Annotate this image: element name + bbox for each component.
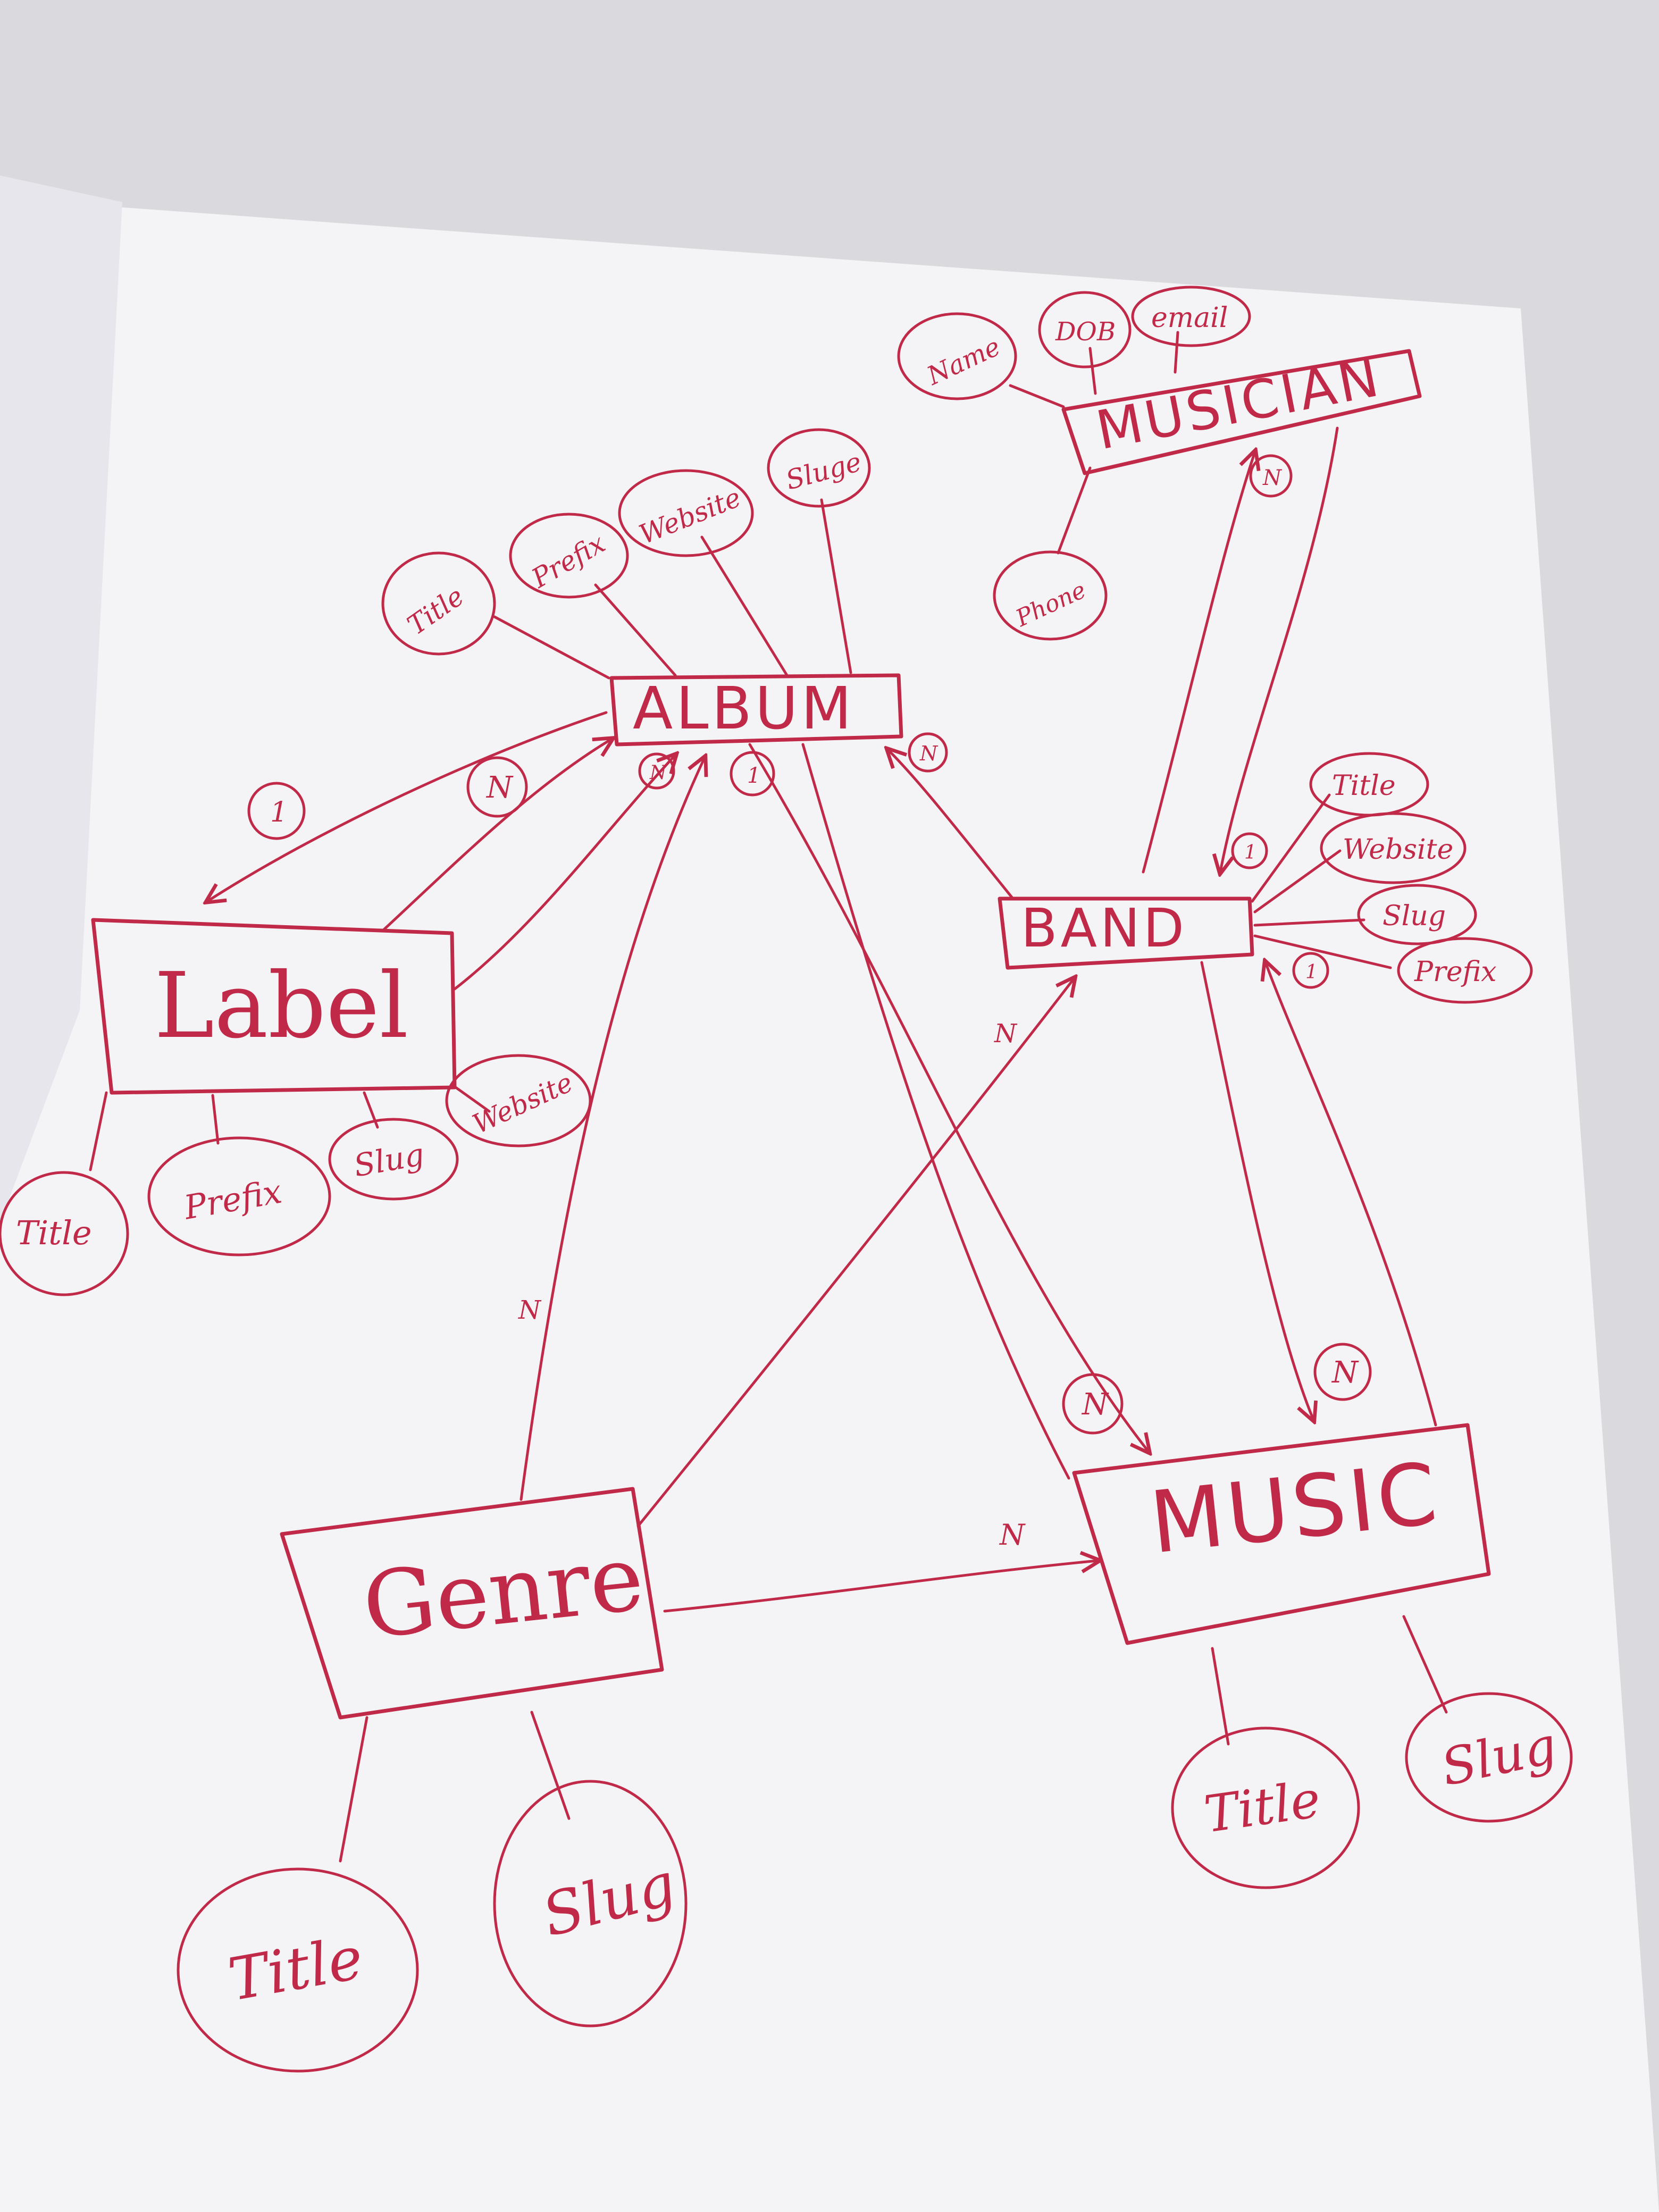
- svg-text:N: N: [1081, 1387, 1109, 1422]
- entity-label-label: Label: [154, 953, 408, 1059]
- svg-text:Slug: Slug: [1382, 900, 1446, 932]
- svg-text:1: 1: [747, 764, 760, 788]
- attribute-band-slug: Slug: [1357, 884, 1477, 945]
- svg-text:N: N: [518, 1295, 542, 1325]
- cardinality-genre-music-n: N: [999, 1518, 1026, 1552]
- attribute-band-website: Website: [1320, 812, 1467, 884]
- line-album-to-music-a: [748, 743, 1149, 1452]
- line-album-to-label: [207, 711, 608, 901]
- cardinality-markers: 1 N N 1 N N 1 1 N N N N N: [247, 454, 1372, 1552]
- cardinality-band-one-top: 1: [1231, 832, 1268, 869]
- svg-text:DOB: DOB: [1055, 317, 1116, 347]
- svg-text:N: N: [485, 770, 514, 805]
- svg-text:1: 1: [1244, 842, 1256, 864]
- svg-text:Title: Title: [1332, 770, 1396, 802]
- cardinality-band-music-n: N: [1313, 1343, 1372, 1401]
- cardinality-band-one-bottom: 1: [1292, 952, 1329, 989]
- cardinality-genre-album-n: N: [518, 1295, 542, 1325]
- line-genre-to-band: [636, 978, 1074, 1528]
- line-musician-band-a: [1142, 452, 1255, 874]
- line-label-to-album-a: [381, 739, 611, 932]
- entity-album: ALBUM: [609, 673, 903, 747]
- svg-text:N: N: [1331, 1355, 1359, 1390]
- svg-text:Prefix: Prefix: [1414, 956, 1497, 988]
- attribute-musician-dob: DOB: [1038, 291, 1132, 368]
- cardinality-label-album-n: N: [466, 756, 528, 818]
- attribute-band-title: Title: [1309, 752, 1429, 817]
- cardinality-album-n-left: N: [638, 752, 675, 790]
- cardinality-genre-band-n: N: [994, 1019, 1018, 1049]
- svg-text:Title: Title: [16, 1213, 92, 1252]
- entity-label: Label: [91, 918, 457, 1095]
- svg-text:N: N: [919, 742, 939, 765]
- cardinality-label-album-one: 1: [247, 782, 306, 840]
- attribute-label-title: Title: [0, 1171, 129, 1296]
- relationship-lines: [207, 426, 1437, 1613]
- svg-text:1: 1: [1305, 961, 1318, 983]
- attribute-connectors: [89, 331, 1448, 1863]
- cardinality-musician-band-n: N: [1249, 454, 1293, 498]
- line-genre-to-album: [520, 758, 705, 1501]
- line-musician-band-b: [1220, 426, 1339, 872]
- line-band-to-album: [888, 750, 1015, 900]
- cardinality-album-n-right: N: [908, 732, 948, 773]
- entity-band: BAND: [998, 896, 1254, 970]
- line-label-to-album-b: [453, 755, 675, 991]
- svg-text:Website: Website: [1343, 834, 1453, 866]
- cardinality-album-music-n: N: [1062, 1373, 1124, 1435]
- line-band-to-music: [1200, 961, 1313, 1420]
- attributes-band: Title Website Slug Prefix: [1309, 752, 1533, 1004]
- svg-text:N: N: [999, 1518, 1026, 1552]
- svg-text:email: email: [1151, 302, 1228, 334]
- attribute-band-prefix: Prefix: [1397, 937, 1533, 1004]
- paper-page-edge: [0, 175, 122, 1223]
- svg-text:N: N: [649, 762, 667, 784]
- svg-text:N: N: [1262, 466, 1283, 490]
- svg-text:1: 1: [270, 797, 288, 828]
- paper-page: [0, 181, 1659, 2212]
- entity-band-label: BAND: [1021, 897, 1187, 959]
- attribute-musician-email: email: [1131, 286, 1251, 347]
- line-music-to-band: [1266, 962, 1437, 1427]
- cardinality-album-one: 1: [730, 751, 775, 797]
- svg-text:N: N: [994, 1019, 1018, 1049]
- line-album-to-music-b: [801, 743, 1070, 1480]
- line-genre-to-music: [663, 1561, 1098, 1613]
- entity-album-label: ALBUM: [633, 674, 854, 742]
